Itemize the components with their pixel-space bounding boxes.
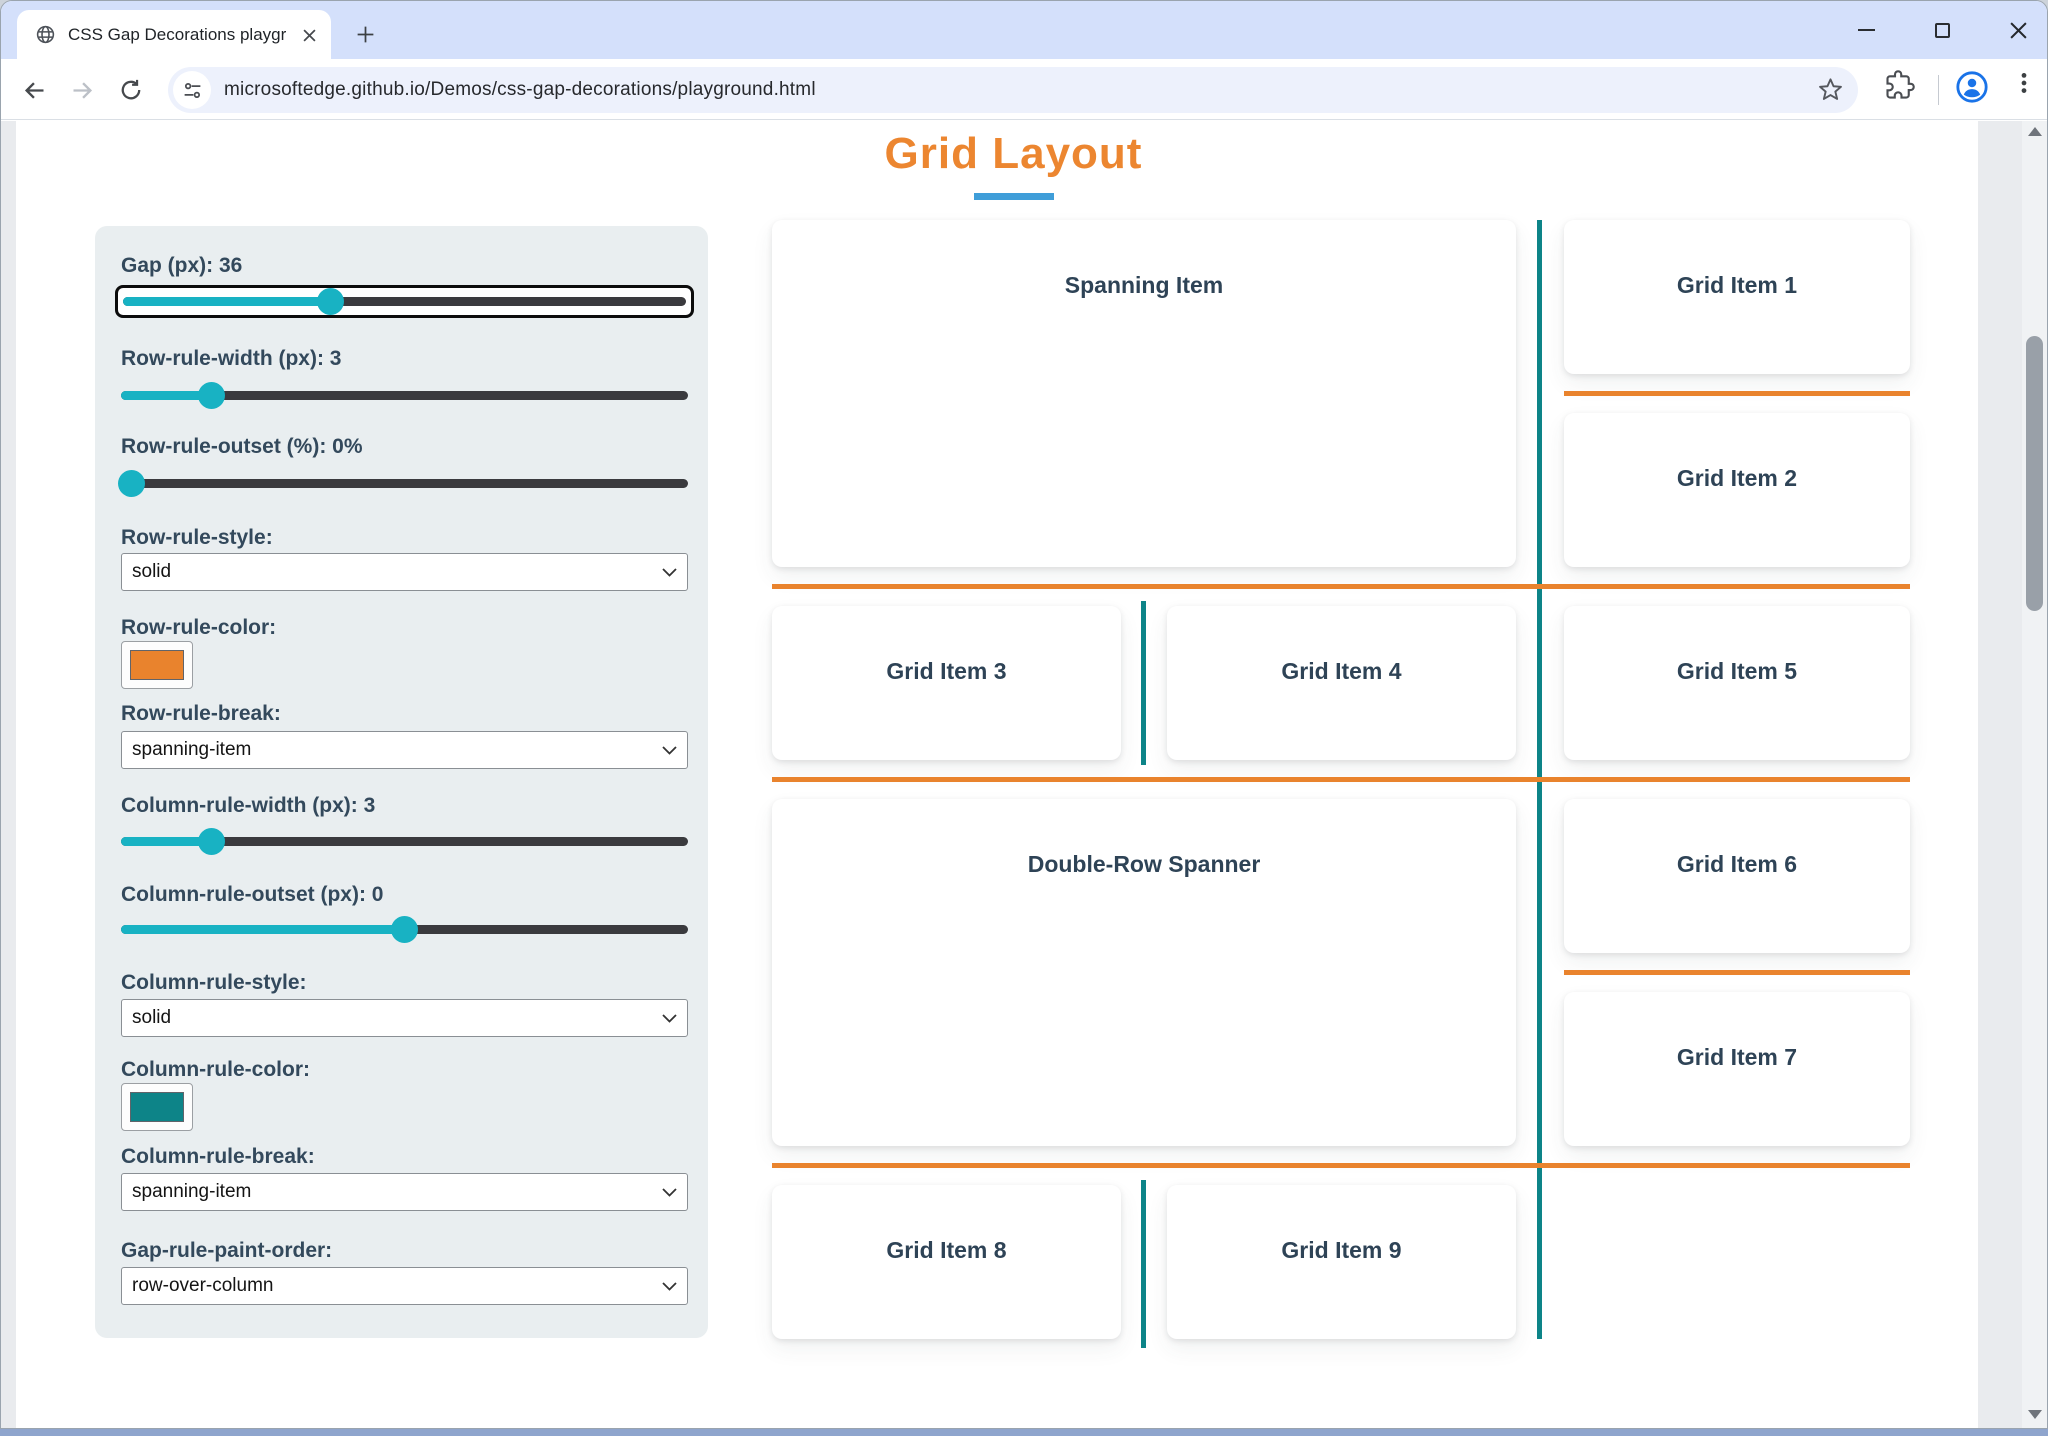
slider-thumb[interactable] xyxy=(197,382,225,409)
column-rule-segment xyxy=(1141,601,1146,765)
minimize-icon[interactable] xyxy=(1851,15,1881,45)
chevron-down-icon xyxy=(662,568,677,577)
row-rule-width-label: Row-rule-width (px): 3 xyxy=(121,347,342,370)
column-rule-style-label: Column-rule-style: xyxy=(121,971,307,994)
close-icon[interactable] xyxy=(297,23,321,47)
title-underline xyxy=(974,193,1054,200)
reload-icon[interactable] xyxy=(113,72,149,108)
grid-item-2: Grid Item 2 xyxy=(1564,413,1910,567)
row-rule-outset-label: Row-rule-outset (%): 0% xyxy=(121,435,363,458)
grid-item-6: Grid Item 6 xyxy=(1564,799,1910,953)
column-rule-break-label: Column-rule-break: xyxy=(121,1145,315,1168)
slider-thumb[interactable] xyxy=(317,288,345,315)
row-rule-color-picker[interactable] xyxy=(121,641,193,689)
row-rule-segment xyxy=(1564,391,1910,396)
gap-slider[interactable] xyxy=(115,285,694,318)
url-text: microsoftedge.github.io/Demos/css-gap-de… xyxy=(224,79,816,100)
grid-item-double-row-spanner: Double-Row Spanner xyxy=(772,799,1516,1146)
grid-item-4: Grid Item 4 xyxy=(1167,606,1516,760)
row-rule xyxy=(772,1163,1910,1168)
row-rule-style-label: Row-rule-style: xyxy=(121,526,273,549)
extensions-icon[interactable] xyxy=(1885,70,1915,100)
site-settings-icon[interactable] xyxy=(173,71,211,109)
grid-item-9: Grid Item 9 xyxy=(1167,1185,1516,1339)
chevron-down-icon xyxy=(662,1282,677,1291)
new-tab-icon[interactable] xyxy=(349,18,381,50)
page-content: Grid Layout Gap (px): 36 Row-rule-width … xyxy=(1,121,2047,1428)
scrollbar-thumb[interactable] xyxy=(2026,336,2043,611)
grid-item-8: Grid Item 8 xyxy=(772,1185,1121,1339)
window-close-icon[interactable] xyxy=(2003,15,2033,45)
chevron-down-icon xyxy=(662,1014,677,1023)
column-rule-width-label: Column-rule-width (px): 3 xyxy=(121,794,376,817)
scrollbar-track[interactable] xyxy=(2022,121,2047,1428)
row-rule-width-slider[interactable] xyxy=(121,382,688,409)
grid-item-7: Grid Item 7 xyxy=(1564,992,1910,1146)
column-rule-outset-label: Column-rule-outset (px): 0 xyxy=(121,883,384,906)
column-rule-width-slider[interactable] xyxy=(121,828,688,855)
slider-thumb[interactable] xyxy=(197,828,225,855)
grid-item-3: Grid Item 3 xyxy=(772,606,1121,760)
gap-rule-paint-order-select[interactable]: row-over-column xyxy=(121,1267,688,1305)
column-rule-outset-slider[interactable] xyxy=(121,916,688,943)
row-rule-break-select[interactable]: spanning-item xyxy=(121,731,688,769)
browser-toolbar: microsoftedge.github.io/Demos/css-gap-de… xyxy=(1,59,2047,120)
grid-item-5: Grid Item 5 xyxy=(1564,606,1910,760)
menu-kebab-icon[interactable] xyxy=(2011,70,2037,96)
column-rule-break-select[interactable]: spanning-item xyxy=(121,1173,688,1211)
gap-slider-label: Gap (px): 36 xyxy=(121,254,243,277)
bookmark-star-icon[interactable] xyxy=(1817,76,1844,103)
back-icon[interactable] xyxy=(16,72,52,108)
chevron-down-icon xyxy=(662,746,677,755)
tab-title: CSS Gap Decorations playgroun xyxy=(68,24,286,44)
slider-thumb[interactable] xyxy=(390,916,418,943)
forward-icon[interactable] xyxy=(64,72,100,108)
grid-item-1: Grid Item 1 xyxy=(1564,220,1910,374)
window-controls xyxy=(1851,1,2033,59)
row-rule xyxy=(772,777,1910,782)
row-rule xyxy=(772,584,1910,589)
toolbar-separator xyxy=(1938,75,1939,105)
profile-icon[interactable] xyxy=(1955,70,1989,104)
column-rule-style-select[interactable]: solid xyxy=(121,999,688,1037)
row-rule-segment xyxy=(1564,970,1910,975)
scroll-up-icon[interactable] xyxy=(2028,127,2042,136)
scroll-down-icon[interactable] xyxy=(2028,1410,2042,1419)
row-rule-color-label: Row-rule-color: xyxy=(121,616,277,639)
url-bar[interactable]: microsoftedge.github.io/Demos/css-gap-de… xyxy=(168,67,1858,113)
controls-panel xyxy=(95,226,708,1338)
slider-thumb[interactable] xyxy=(118,470,146,497)
column-rule-segment xyxy=(1141,1180,1146,1348)
column-rule-color-label: Column-rule-color: xyxy=(121,1058,310,1081)
column-rule-color-picker[interactable] xyxy=(121,1083,193,1131)
gap-rule-paint-order-label: Gap-rule-paint-order: xyxy=(121,1239,333,1262)
grid-item-spanning: Spanning Item xyxy=(772,220,1516,567)
chevron-down-icon xyxy=(662,1188,677,1197)
globe-icon xyxy=(35,24,56,45)
row-rule-break-label: Row-rule-break: xyxy=(121,702,281,725)
row-rule-outset-slider[interactable] xyxy=(118,470,688,497)
browser-tab[interactable]: CSS Gap Decorations playgroun xyxy=(17,10,331,59)
tab-strip: CSS Gap Decorations playgroun xyxy=(1,1,2047,59)
maximize-icon[interactable] xyxy=(1927,15,1957,45)
row-rule-style-select[interactable]: solid xyxy=(121,553,688,591)
page-title: Grid Layout xyxy=(884,129,1143,178)
